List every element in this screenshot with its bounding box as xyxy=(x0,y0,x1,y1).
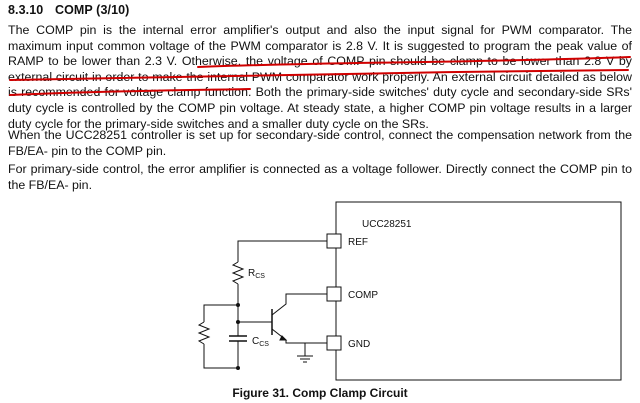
red-annotation-underlines xyxy=(9,56,631,96)
pin-comp-label: COMP xyxy=(348,290,378,301)
transistor-emitter xyxy=(271,328,327,344)
red-underline-1 xyxy=(197,56,631,68)
circuit-wires xyxy=(197,240,327,369)
pin-gnd-box xyxy=(326,335,342,351)
red-underline-3 xyxy=(9,88,251,96)
pin-ref-label: REF xyxy=(348,237,368,248)
capacitor-ccs-label: CCS xyxy=(252,336,269,348)
pin-comp-box xyxy=(326,286,342,302)
pin-gnd-label: GND xyxy=(348,339,370,350)
resistor-rcs-label: RCS xyxy=(248,268,265,280)
ic-name-label: UCC28251 xyxy=(362,219,412,230)
transistor-collector xyxy=(271,293,327,316)
junction-dot-3 xyxy=(236,366,240,370)
section-number: 8.3.10 xyxy=(8,3,44,17)
resistor-rcs-symbol xyxy=(231,261,245,285)
junction-dot-1 xyxy=(236,320,240,324)
transistor-emitter-arrow xyxy=(279,335,288,341)
section-title: COMP (3/10) xyxy=(54,3,130,17)
section-heading: 8.3.10 COMP (3/10) xyxy=(8,3,129,17)
paragraph-primary-side-control: For primary-side control, the error ampl… xyxy=(8,162,632,192)
pin-ref-box xyxy=(326,233,342,249)
figure-caption: Figure 31. Comp Clamp Circuit xyxy=(232,386,408,400)
paragraph-comp-description: The COMP pin is the internal error ampli… xyxy=(8,23,632,131)
red-underline-2 xyxy=(9,69,629,81)
paragraph-secondary-side-control: When the UCC28251 controller is set up f… xyxy=(8,128,632,158)
resistor-left-symbol xyxy=(197,321,211,345)
junction-dot-2 xyxy=(236,303,240,307)
